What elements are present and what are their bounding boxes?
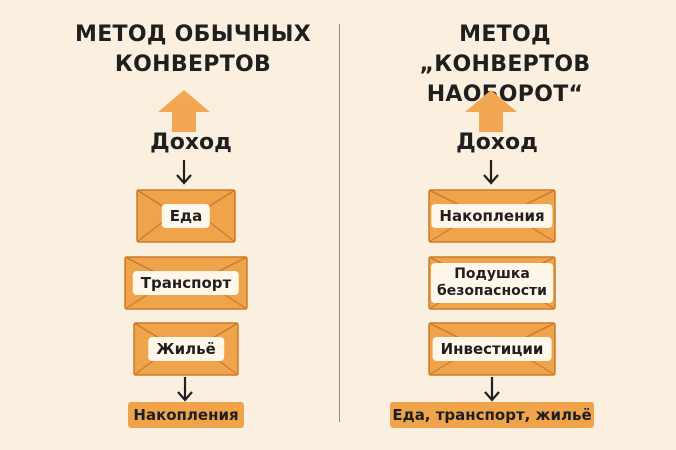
envelope-safety-cushion: Подушка безопасности <box>428 256 556 310</box>
right-result-expenses: Еда, транспорт, жильё <box>390 402 594 428</box>
envelope-transport: Транспорт <box>124 256 248 310</box>
left-title-line2: КОНВЕРТОВ <box>114 52 272 77</box>
envelope-label: Инвестиции <box>432 337 552 361</box>
envelope-investments: Инвестиции <box>428 322 556 376</box>
left-income-label: Доход <box>150 130 232 155</box>
regular-envelopes-method: МЕТОД ОБЫЧНЫХ КОНВЕРТОВ Доход Еда Трансп… <box>28 0 358 450</box>
envelope-food: Еда <box>136 189 236 243</box>
right-title-line2: „КОНВЕРТОВ НАОБОРОТ“ <box>419 52 591 107</box>
envelope-label: Транспорт <box>132 271 240 295</box>
down-arrow-icon <box>176 160 192 185</box>
left-title: МЕТОД ОБЫЧНЫХ КОНВЕРТОВ <box>28 20 358 80</box>
column-divider <box>339 24 340 422</box>
envelope-label: Еда <box>161 204 211 228</box>
envelope-savings: Накопления <box>428 189 556 243</box>
down-arrow-icon <box>177 377 193 402</box>
right-title: МЕТОД „КОНВЕРТОВ НАОБОРОТ“ <box>340 20 670 110</box>
down-arrow-icon <box>484 377 500 402</box>
right-income-label: Доход <box>456 130 538 155</box>
envelope-label: Жильё <box>148 337 224 361</box>
up-arrow-icon <box>465 90 517 132</box>
left-title-line1: МЕТОД ОБЫЧНЫХ <box>75 22 311 47</box>
up-arrow-icon <box>158 90 210 132</box>
left-result-savings: Накопления <box>128 402 244 428</box>
down-arrow-icon <box>483 160 499 185</box>
envelope-label: Подушка безопасности <box>431 263 553 303</box>
right-title-line1: МЕТОД <box>459 22 551 47</box>
envelope-housing: Жильё <box>133 322 239 376</box>
reverse-envelopes-method: МЕТОД „КОНВЕРТОВ НАОБОРОТ“ Доход Накопле… <box>340 0 670 450</box>
envelope-label-line2: безопасности <box>437 283 547 299</box>
envelope-label: Накопления <box>431 204 553 228</box>
envelope-label-line1: Подушка <box>454 266 530 282</box>
